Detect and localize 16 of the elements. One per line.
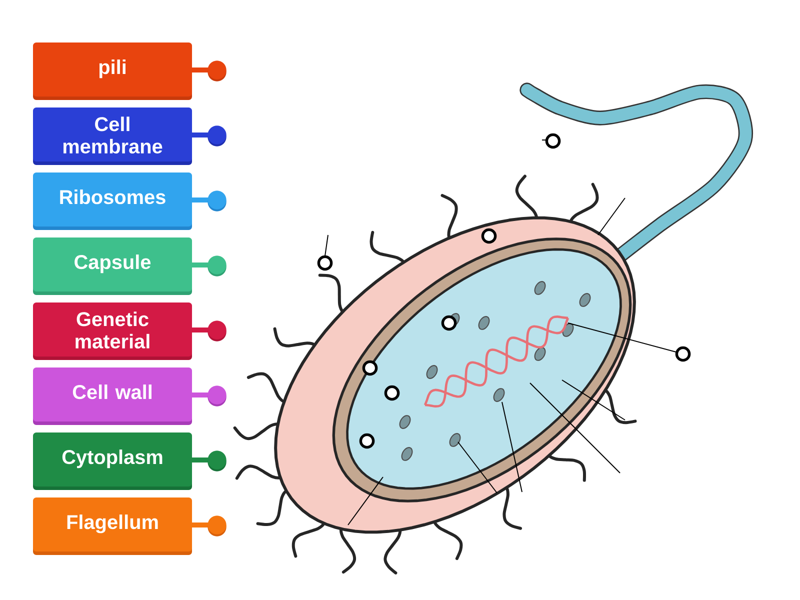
hotspot-circle	[675, 346, 691, 362]
hotspot-circle	[441, 315, 457, 331]
label-button: Cytoplasm	[33, 432, 226, 490]
label-button: Genetic material	[33, 302, 226, 360]
hotspot-circle	[481, 228, 497, 244]
label-button: pili	[33, 42, 226, 100]
hotspot-circle	[362, 360, 378, 376]
label-button: Cell membrane	[33, 108, 226, 165]
hotspot-circle	[359, 433, 375, 449]
hotspot-circle	[317, 255, 333, 271]
hotspot-circle	[545, 133, 561, 149]
label-button: Capsule	[33, 238, 226, 295]
label-button: Flagellum	[33, 498, 226, 555]
label-button: Cell wall	[33, 368, 226, 425]
label-button: Ribosomes	[33, 172, 226, 230]
hotspot-circle	[384, 385, 400, 401]
